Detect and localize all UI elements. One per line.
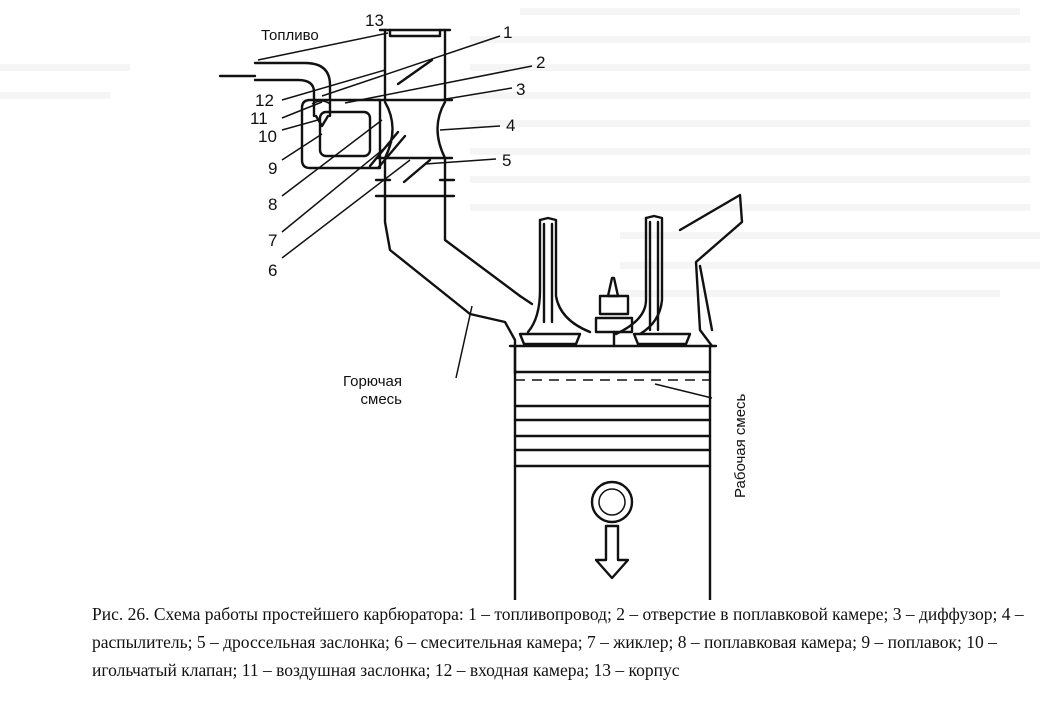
callout-7: 7 — [268, 231, 277, 250]
callout-13: 13 — [365, 11, 384, 30]
callout-8: 8 — [268, 195, 277, 214]
callout-6: 6 — [268, 261, 277, 280]
carburetor-diagram: Топливо Горючая смесь Рабочая смесь 13 1… — [0, 8, 1040, 600]
callout-5: 5 — [502, 151, 511, 170]
label-combustible-mixture-line2: смесь — [361, 391, 403, 408]
cylinder-piston — [508, 344, 718, 600]
callout-4: 4 — [506, 116, 515, 135]
label-fuel: Топливо — [261, 27, 319, 44]
carburetor-body — [374, 28, 456, 198]
intake-manifold — [383, 194, 534, 376]
callout-2: 2 — [536, 53, 545, 72]
fuel-line — [218, 61, 332, 98]
cylinder-head — [518, 193, 744, 348]
callout-1: 1 — [503, 23, 512, 42]
callout-3: 3 — [516, 80, 525, 99]
callout-11: 11 — [250, 109, 268, 128]
label-combustible-mixture-line1: Горючая — [343, 373, 402, 390]
callout-leaders — [257, 32, 713, 399]
callout-12: 12 — [255, 91, 274, 110]
callout-9: 9 — [268, 159, 277, 178]
bleed-through-text — [0, 8, 1040, 297]
label-working-mixture: Рабочая смесь — [732, 393, 749, 498]
callout-10: 10 — [258, 127, 277, 146]
figure-caption: Рис. 26. Схема работы простейшего карбюр… — [92, 604, 1024, 680]
